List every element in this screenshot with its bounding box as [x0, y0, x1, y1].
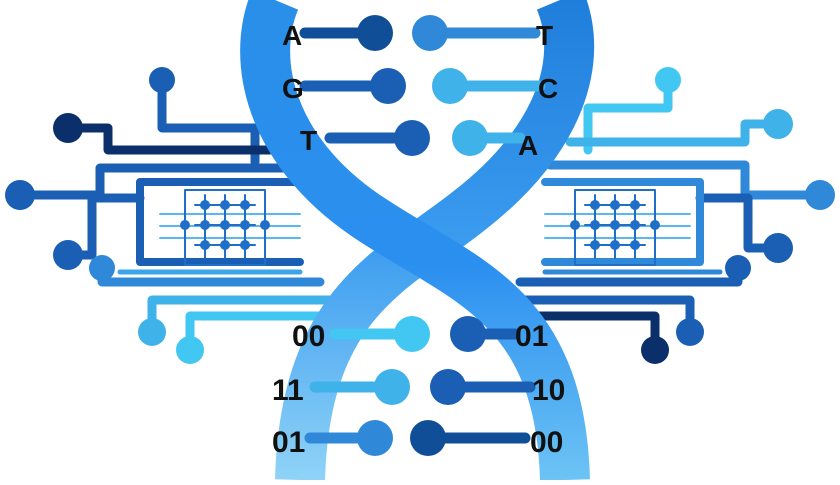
circuit-pad [53, 240, 83, 270]
rung-pad [357, 420, 393, 456]
rung-pad [394, 316, 430, 352]
circuit-pad [725, 255, 751, 281]
base-label-right-2: C [538, 73, 558, 104]
circuit-trace [157, 75, 260, 167]
bit-label-right-1: 01 [515, 320, 548, 353]
rung-pad [430, 369, 466, 405]
left-circuit-pads [5, 67, 270, 364]
dna-strand-right [275, 0, 595, 481]
chip-node [200, 200, 210, 210]
circuit-pad [676, 318, 704, 346]
bit-label-left-1: 00 [292, 320, 325, 353]
circuit-pad [805, 180, 835, 210]
chip-node [240, 240, 250, 250]
circuit-pad [5, 180, 35, 210]
rung-pad [452, 120, 488, 156]
chip-node [610, 240, 620, 250]
circuit-pad [763, 233, 793, 263]
chip-node [180, 220, 190, 230]
bit-label-left-2: 11 [272, 374, 304, 407]
circuit-pad [149, 67, 175, 93]
base-label-left-3: T [300, 125, 317, 156]
circuit-pad [176, 336, 204, 364]
circuit-board-frame [541, 178, 704, 266]
circuit-trace [583, 75, 673, 155]
circuit-trace [545, 160, 825, 200]
chip-node [200, 240, 210, 250]
binary-labels: 00 11 01 01 10 00 [272, 320, 565, 459]
circuit-trace [63, 123, 275, 155]
chip-node [200, 220, 210, 230]
bit-label-right-3: 00 [530, 426, 563, 459]
chip-node [220, 200, 230, 210]
circuit-pad [641, 336, 669, 364]
chip-node [590, 200, 600, 210]
base-label-right-3: A [518, 130, 538, 161]
rung-pad [410, 420, 446, 456]
circuit-pad [763, 109, 793, 139]
circuit-trace [565, 119, 783, 147]
circuit-pad [655, 67, 681, 93]
chip-node [630, 200, 640, 210]
chip-node [650, 220, 660, 230]
rung-pad [370, 68, 406, 104]
lower-rungs [304, 316, 536, 456]
rung-pad [450, 316, 486, 352]
upper-rungs [299, 15, 546, 156]
base-label-left-1: A [282, 20, 302, 51]
rung-pad [412, 15, 448, 51]
base-label-right-1: T [536, 20, 553, 51]
chip-node [590, 220, 600, 230]
chip-node [260, 220, 270, 230]
circuit-pad [53, 113, 83, 143]
chip-node [220, 220, 230, 230]
chip-node [240, 200, 250, 210]
right-circuit-pads [570, 67, 835, 364]
rung-pad [394, 120, 430, 156]
dna-strand-left [240, 0, 590, 481]
circuit-pad [89, 255, 115, 281]
chip-node [590, 240, 600, 250]
rung-pad [432, 68, 468, 104]
bit-label-right-2: 10 [532, 374, 565, 407]
chip-node [240, 220, 250, 230]
circuit-board-frame [136, 178, 304, 266]
chip-node [220, 240, 230, 250]
chip-node [610, 200, 620, 210]
bit-label-left-3: 01 [272, 426, 305, 459]
rung-pad [374, 369, 410, 405]
chip-node [630, 240, 640, 250]
circuit-pad [138, 318, 166, 346]
chip-node [610, 220, 620, 230]
base-labels: A G T T C A [282, 20, 558, 161]
base-label-left-2: G [282, 73, 304, 104]
chip-node [570, 220, 580, 230]
chip-node [630, 220, 640, 230]
circuit-trace [15, 163, 295, 200]
rung-pad [357, 15, 393, 51]
